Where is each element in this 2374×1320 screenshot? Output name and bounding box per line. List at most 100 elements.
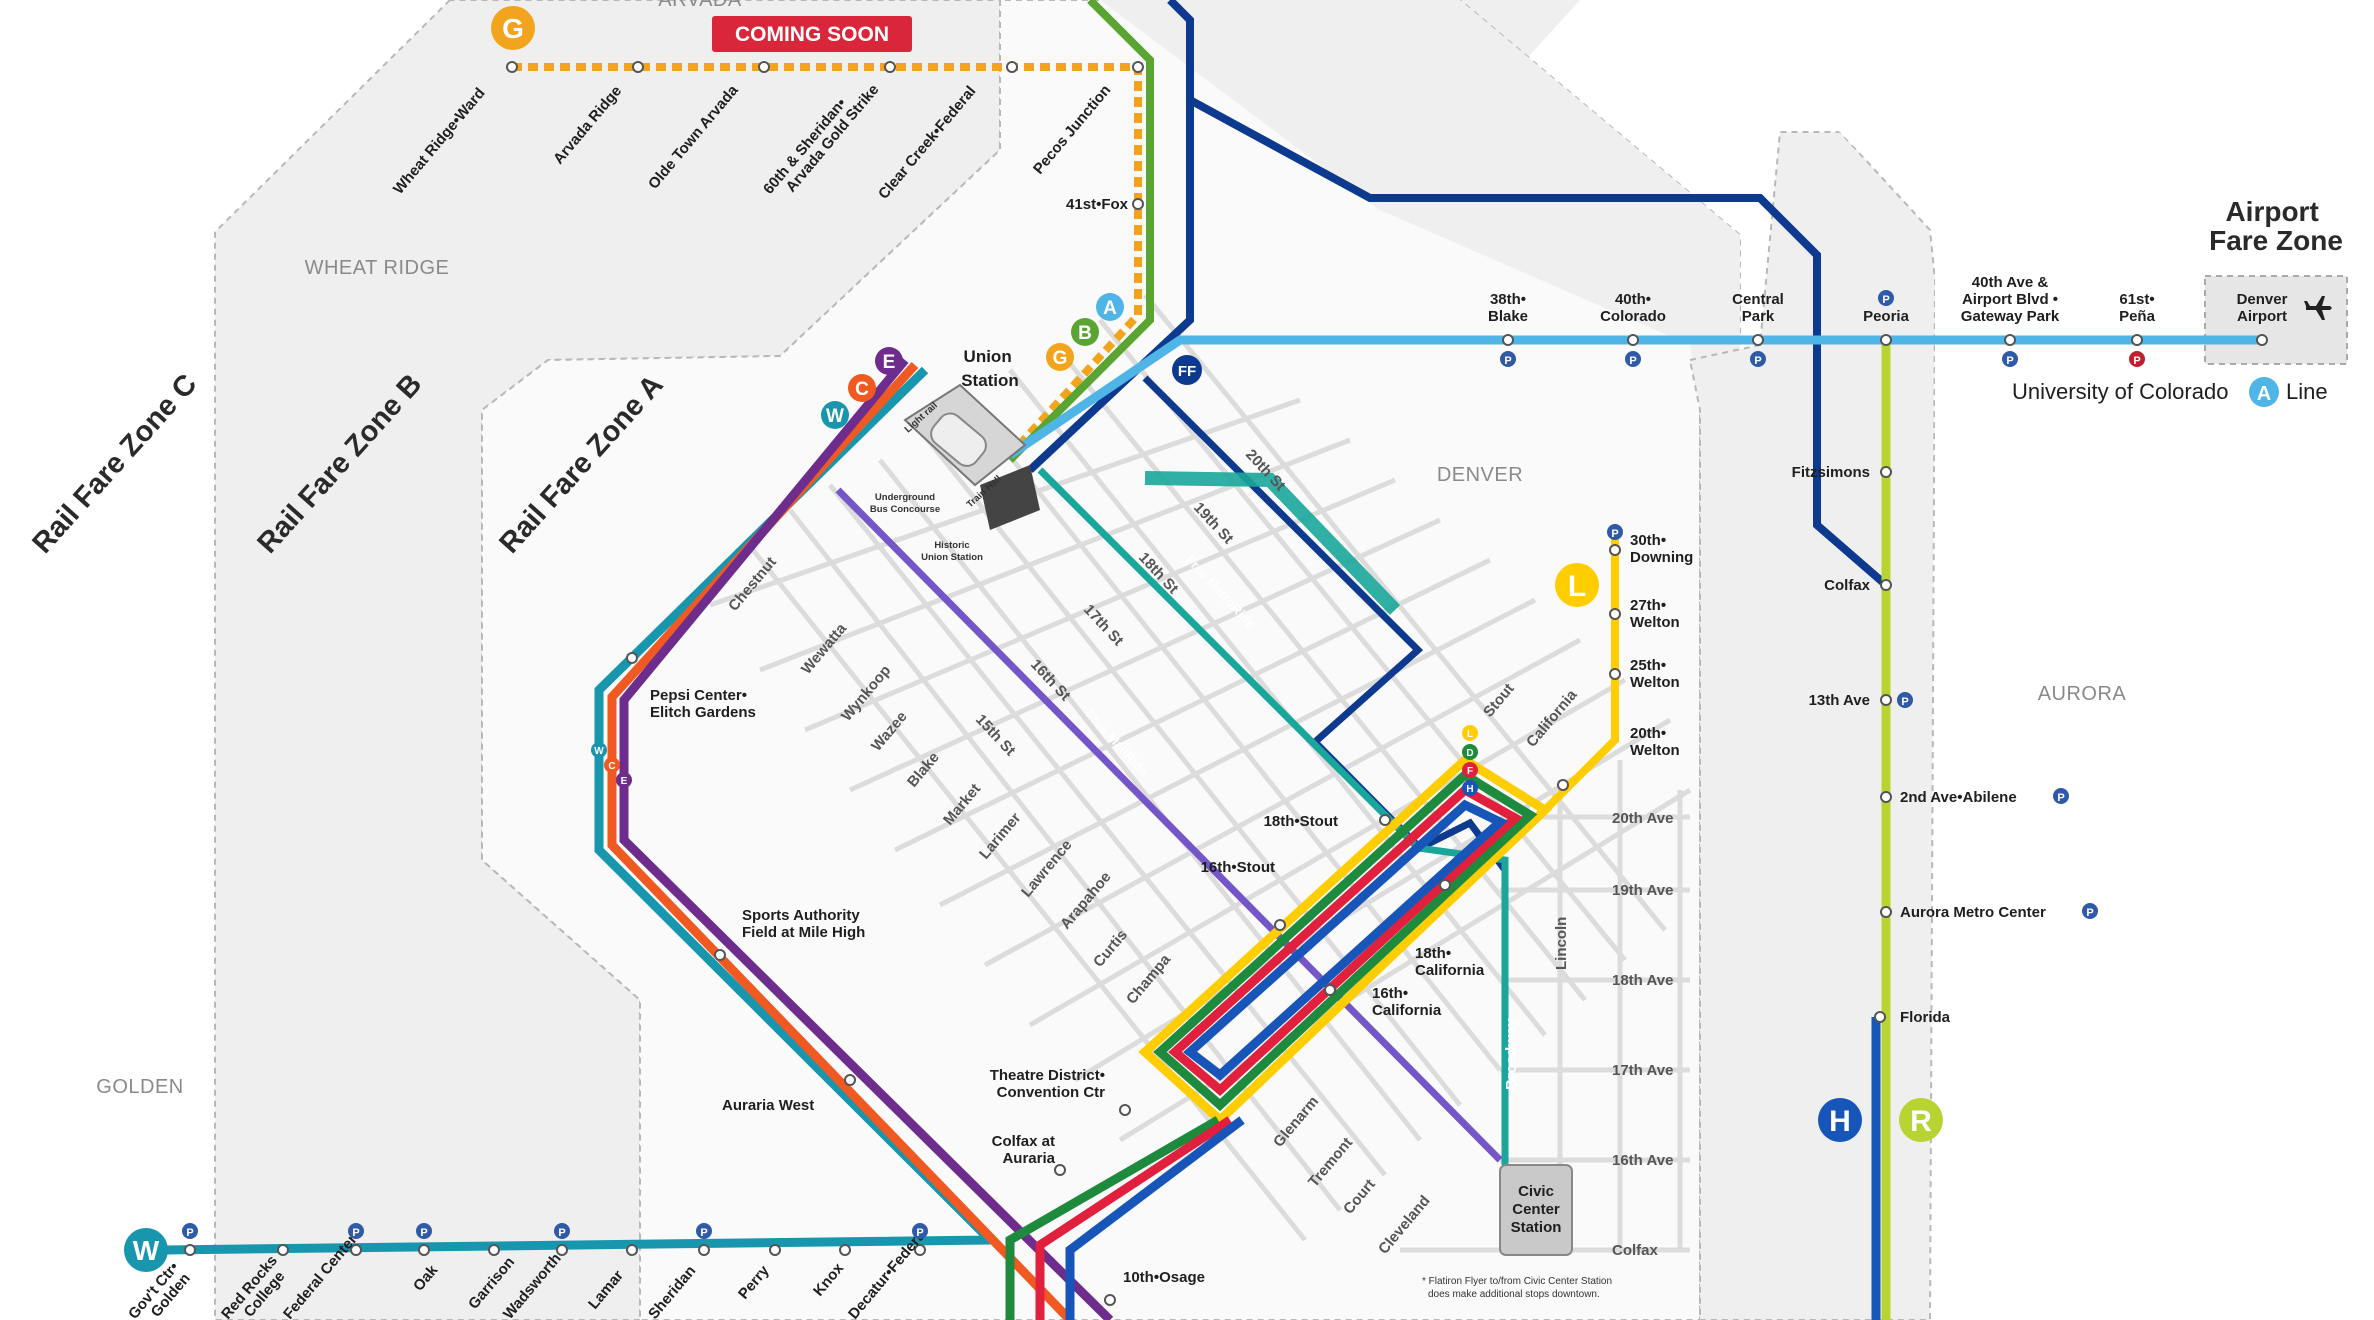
svg-text:20th•Welton: 20th•Welton (1630, 725, 1680, 759)
svg-text:16th•California: 16th•California (1372, 985, 1442, 1019)
area-arvada: ARVADA (658, 0, 742, 11)
parking-icon: P (696, 1223, 712, 1239)
r-line-labels: Fitzsimons Colfax 13th Ave 2nd Ave•Abile… (1792, 464, 2098, 1026)
parking-icon: P (1500, 351, 1516, 367)
svg-text:16th•Stout: 16th•Stout (1201, 859, 1275, 876)
parking-icon: P (1750, 351, 1766, 367)
svg-text:Aurora Metro Center: Aurora Metro Center (1900, 904, 2046, 921)
svg-text:COMING SOON: COMING SOON (735, 23, 889, 46)
svg-text:P: P (916, 1227, 923, 1239)
svg-text:P: P (2057, 792, 2064, 804)
svg-text:P: P (186, 1227, 193, 1239)
e-line (619, 357, 1114, 1320)
c-line-badge: C (848, 374, 876, 402)
svg-text:P: P (2133, 355, 2140, 367)
svg-text:P: P (2086, 907, 2093, 919)
svg-text:27th•Welton: 27th•Welton (1630, 597, 1680, 631)
svg-text:P: P (420, 1227, 427, 1239)
svg-text:C: C (855, 379, 869, 400)
area-aurora: AURORA (2038, 683, 2127, 705)
airplane-icon (2304, 296, 2332, 320)
station-dots (184, 61, 2268, 1306)
svg-text:41st•Fox: 41st•Fox (1066, 196, 1129, 213)
airport-zone-label: Airport Fare Zone (2209, 196, 2343, 256)
svg-text:P: P (352, 1227, 359, 1239)
b-line-badge: B (1071, 318, 1099, 346)
svg-text:P: P (2006, 355, 2013, 367)
svg-text:F: F (1467, 766, 1473, 777)
h-line-badge: H (1818, 1098, 1862, 1142)
r-line-badge: R (1899, 1098, 1943, 1142)
l-line-labels: 30th•Downing 27th•Welton 25th•Welton 20t… (1607, 524, 1693, 759)
parking-icon: P (2129, 351, 2145, 367)
svg-text:18th•Stout: 18th•Stout (1264, 813, 1338, 830)
flatiron-note: * Flatiron Flyer to/from Civic Center St… (1422, 1276, 1615, 1300)
g-line (512, 63, 1142, 458)
svg-text:P: P (1882, 294, 1889, 306)
street-grid (709, 293, 1692, 1253)
svg-text:W: W (133, 1235, 160, 1266)
a-line (1007, 335, 2265, 459)
svg-text:61st•Peña: 61st•Peña (2119, 291, 2156, 325)
svg-text:Colfax: Colfax (1612, 1242, 1659, 1259)
parking-icon: P (2053, 788, 2069, 804)
parking-icon: P (1625, 351, 1641, 367)
svg-text:10th•Osage: 10th•Osage (1123, 1269, 1205, 1286)
parking-icon: P (1897, 692, 1913, 708)
parking-icon: P (1878, 290, 1894, 306)
svg-text:40th•Colorado: 40th•Colorado (1600, 291, 1666, 325)
h-line-loop (1182, 799, 1508, 1081)
a-line-legend: University of Colorado A Line (2012, 377, 2328, 407)
l-line-loop (1138, 754, 1553, 1127)
svg-text:Colfax: Colfax (1824, 577, 1871, 594)
svg-text:2nd Ave•Abilene: 2nd Ave•Abilene (1900, 789, 2017, 806)
svg-text:Florida: Florida (1900, 1009, 1951, 1026)
parking-icon: P (554, 1223, 570, 1239)
svg-text:13th Ave: 13th Ave (1809, 692, 1870, 709)
svg-text:L: L (1568, 570, 1586, 603)
svg-text:P: P (1901, 696, 1908, 708)
d-line-loop (1153, 769, 1538, 1112)
svg-text:G: G (1053, 348, 1068, 369)
west-line-badges: W C E G B A FF G W W C E L D F H (124, 6, 1478, 1272)
parking-icon: P (2082, 903, 2098, 919)
svg-text:G: G (502, 13, 524, 44)
flatiron-route (1027, 0, 1194, 473)
svg-text:Line: Line (2286, 379, 2328, 404)
svg-text:Broadway: Broadway (1503, 1018, 1520, 1090)
svg-text:16th Ave: 16th Ave (1612, 1152, 1673, 1169)
a-line-badge (2249, 377, 2279, 407)
downtown-labels: Pepsi Center•Elitch Gardens Sports Autho… (650, 687, 1485, 1286)
coming-soon-banner: COMING SOON (712, 16, 912, 52)
svg-text:18th•California: 18th•California (1415, 945, 1485, 979)
mallride-route (835, 487, 1503, 1163)
area-golden: GOLDEN (96, 1076, 183, 1098)
svg-text:E: E (621, 776, 628, 787)
svg-text:H: H (1466, 784, 1473, 795)
svg-text:University of Colorado: University of Colorado (2012, 379, 2228, 404)
g-line-badge-top: G (491, 6, 535, 50)
w-line-badge: W (821, 401, 849, 429)
svg-text:L: L (1467, 729, 1473, 740)
svg-text:Auraria West: Auraria West (722, 1097, 814, 1114)
w-line (164, 366, 1001, 1255)
svg-text:Peoria: Peoria (1863, 308, 1910, 325)
union-station-title: Union Station (961, 347, 1019, 390)
parking-icon: P (912, 1223, 928, 1239)
svg-text:25th•Welton: 25th•Welton (1630, 657, 1680, 691)
aurora-blue-route (1188, 96, 1889, 589)
svg-text:D: D (1466, 748, 1473, 759)
a-line-badge-small: A (1096, 293, 1124, 321)
svg-text:19th Ave: 19th Ave (1612, 882, 1673, 899)
l-line-badge: L (1555, 563, 1599, 607)
svg-text:Lincoln: Lincoln (1553, 917, 1570, 970)
w-line-badge-bottom: W (124, 1228, 168, 1272)
svg-text:R: R (1910, 1105, 1932, 1138)
svg-text:E: E (883, 352, 896, 373)
